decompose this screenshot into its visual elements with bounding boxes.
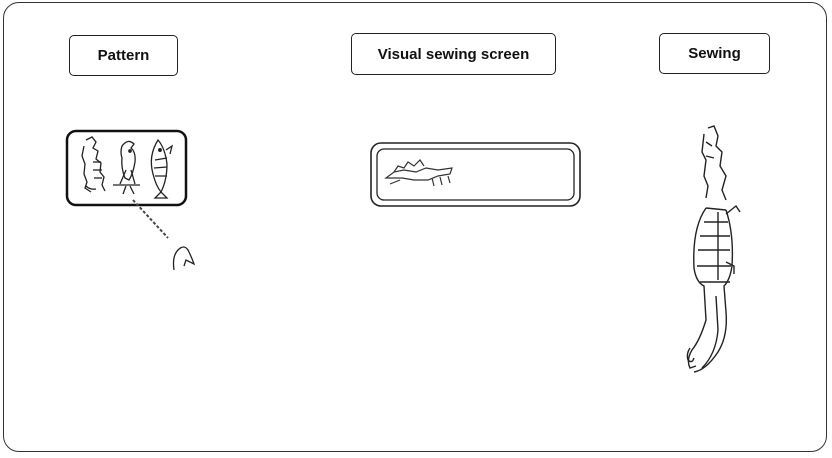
- visual-sewing-screen-display: [371, 143, 580, 206]
- pattern-selection-panel: [67, 131, 194, 270]
- finger-pointer-icon: [174, 247, 195, 270]
- sewn-alligator-embroidery: [687, 126, 740, 372]
